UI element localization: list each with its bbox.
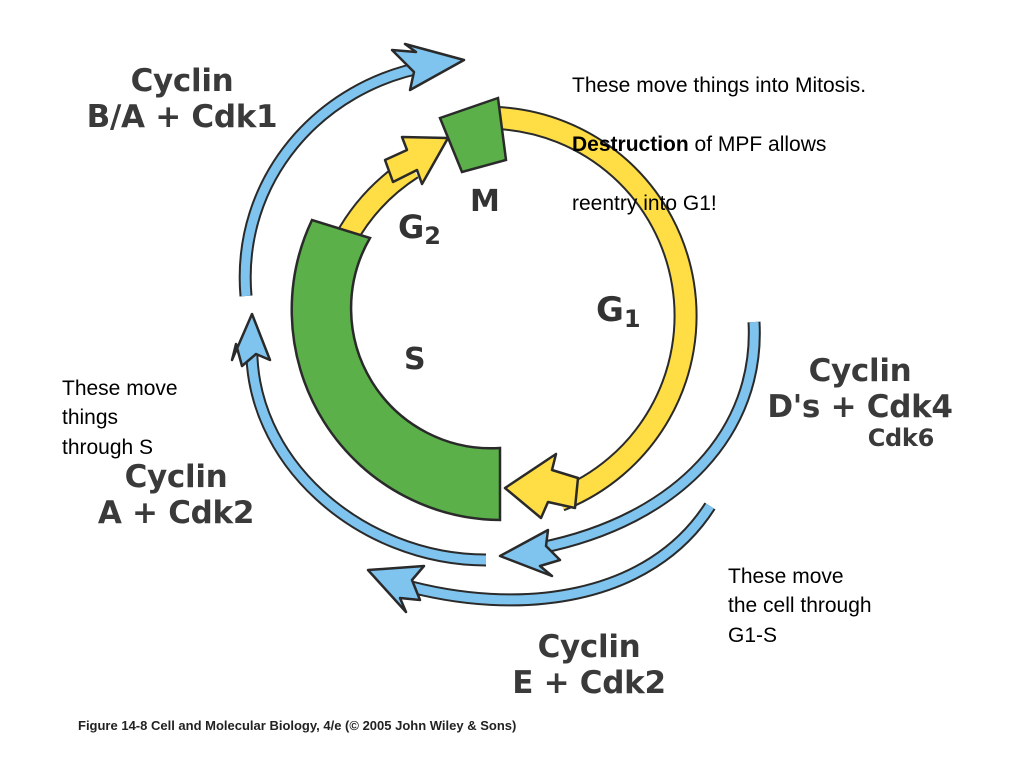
through-s-note: These move things through S — [62, 377, 178, 459]
mitosis-note: These move things into Mitosis. Destruct… — [572, 74, 867, 215]
phase-g2-label: G2 — [398, 208, 441, 250]
cyclin-b-a-label: Cyclin B/A + Cdk1 — [86, 63, 278, 135]
cyclin-d-label: Cyclin D's + Cdk4 Cdk6 — [767, 353, 953, 453]
g1-arrowhead — [503, 452, 580, 520]
cyclin-a-label: Cyclin A + Cdk2 — [97, 459, 255, 531]
s-phase-band — [290, 218, 502, 522]
g1-s-note: These move the cell through G1-S — [728, 565, 872, 647]
m-phase-block — [438, 96, 508, 174]
figure-caption: Figure 14-8 Cell and Molecular Biology, … — [78, 718, 517, 733]
g2-arrowhead — [383, 135, 450, 186]
phase-m-label: M — [470, 184, 500, 219]
phase-g1-label: G1 — [596, 290, 641, 333]
cyclin-e-label: Cyclin E + Cdk2 — [512, 629, 666, 701]
phase-s-label: S — [404, 342, 426, 377]
